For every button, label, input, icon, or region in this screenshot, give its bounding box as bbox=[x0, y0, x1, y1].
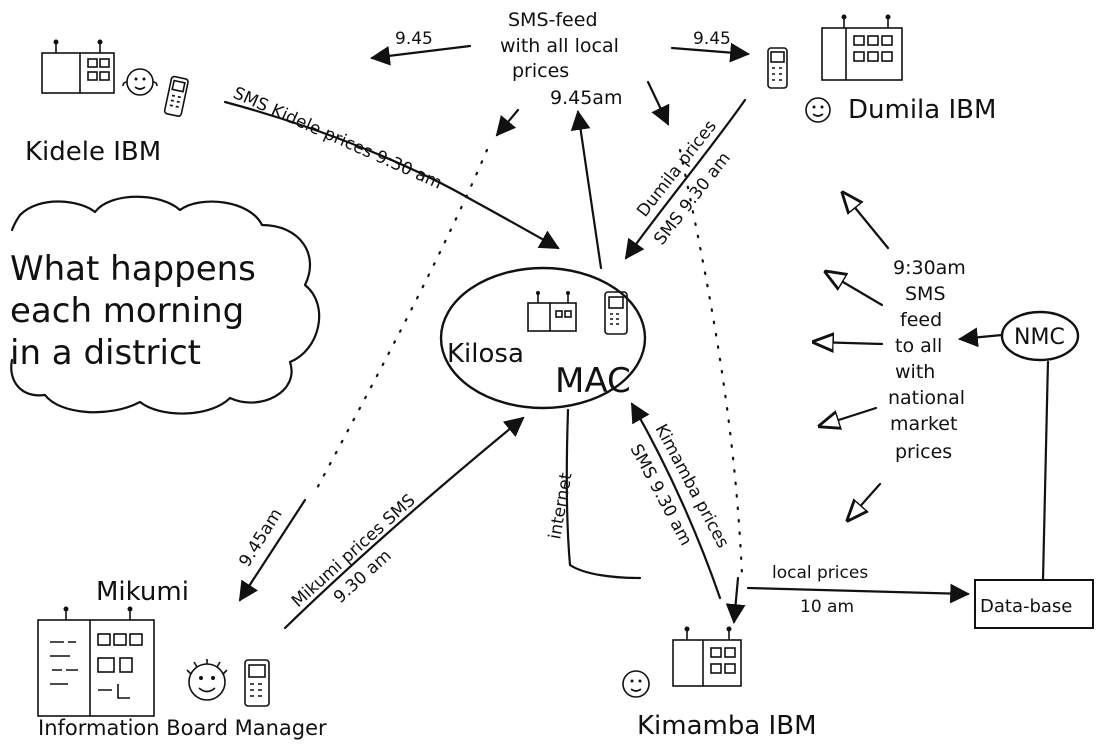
edge-kidele-sms: SMS Kidele prices 9:30 am bbox=[230, 83, 445, 193]
arrow-national-5 bbox=[848, 484, 880, 520]
national-line-5: with bbox=[895, 361, 935, 383]
sms-feed-line-1: SMS-feed bbox=[508, 9, 598, 31]
edge-local-prices: local prices bbox=[772, 563, 868, 583]
edge-mikumi-time: 9.45am bbox=[235, 505, 286, 571]
sms-feed-line-2: with all local bbox=[500, 35, 619, 57]
arrow-national-1 bbox=[843, 193, 888, 248]
arrow-feed-to-kimamba bbox=[734, 578, 738, 622]
national-line-1: 9:30am bbox=[893, 257, 966, 279]
arrow-feed-down-left bbox=[497, 110, 518, 135]
edge-internet: internet bbox=[545, 471, 576, 541]
phone-icon bbox=[164, 76, 189, 117]
node-kidele[interactable]: Kidele IBM bbox=[25, 137, 161, 167]
national-line-2: SMS bbox=[905, 283, 946, 305]
dotted-district-ring bbox=[315, 150, 487, 492]
arrow-national-2 bbox=[826, 272, 882, 305]
arrow-national-3 bbox=[814, 342, 882, 344]
sms-feed-time: 9.45am bbox=[550, 87, 622, 109]
node-kimamba[interactable]: Kimamba IBM bbox=[637, 711, 817, 741]
cloud-line-3: in a district bbox=[10, 333, 201, 373]
arrow-feed-down-right bbox=[648, 82, 668, 124]
cloud-line-1: What happens bbox=[10, 249, 256, 289]
national-line-6: national bbox=[888, 387, 965, 409]
phone-icon bbox=[768, 48, 787, 88]
cloud-line-2: each morning bbox=[10, 291, 244, 331]
face-icon bbox=[123, 69, 157, 95]
node-database[interactable]: Data-base bbox=[980, 596, 1072, 617]
face-icon bbox=[623, 671, 649, 697]
edge-local-prices-time: 10 am bbox=[800, 597, 854, 617]
mikumi-caption: Information Board Manager bbox=[38, 716, 327, 740]
face-icon bbox=[806, 98, 830, 122]
national-line-7: market bbox=[890, 413, 957, 435]
node-dumila[interactable]: Dumila IBM bbox=[848, 95, 996, 125]
board-icon bbox=[673, 627, 741, 687]
national-line-8: prices bbox=[895, 441, 952, 463]
center-place: Kilosa bbox=[447, 339, 524, 369]
board-icon bbox=[528, 291, 576, 331]
arrow-nmc-to-feed bbox=[960, 335, 1002, 339]
feed-right-time: 9.45 bbox=[693, 29, 731, 49]
phone-icon bbox=[605, 292, 627, 334]
arrow-national-4 bbox=[820, 408, 876, 426]
national-feed-text: 9:30am SMS feed to all with national mar… bbox=[888, 257, 966, 463]
node-mikumi[interactable]: Mikumi bbox=[96, 577, 189, 607]
national-line-3: feed bbox=[900, 309, 942, 331]
arrow-dumila-to-mac bbox=[626, 100, 745, 258]
board-icon bbox=[822, 15, 902, 81]
phone-icon bbox=[245, 660, 269, 706]
nmc-database-link bbox=[1043, 362, 1048, 580]
arrow-local-prices-to-database bbox=[748, 588, 968, 594]
board-icon bbox=[42, 40, 114, 94]
sms-feed-line-3: prices bbox=[512, 60, 569, 82]
face-icon bbox=[187, 659, 227, 700]
node-nmc[interactable]: NMC bbox=[1014, 325, 1065, 350]
arrow-mikumi-to-mac bbox=[285, 418, 523, 628]
feed-left-time: 9.45 bbox=[395, 29, 433, 49]
center-type: MAC bbox=[555, 361, 631, 401]
national-line-4: to all bbox=[895, 335, 942, 357]
internet-line bbox=[567, 410, 640, 578]
arrow-mac-to-feed bbox=[578, 112, 601, 268]
board-icon bbox=[38, 607, 154, 717]
